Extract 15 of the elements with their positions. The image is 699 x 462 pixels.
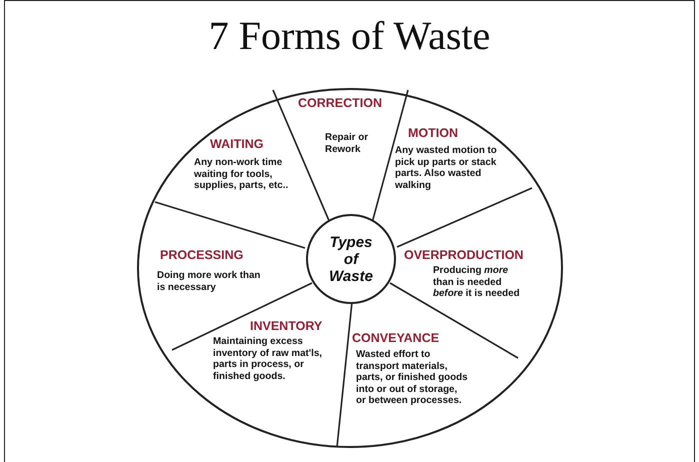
category-description: Maintaining excess inventory of raw mat'ls, parts in process, or finished goods. — [213, 336, 324, 382]
category-description: Any non-work time waiting for tools, supplies, parts, etc.. — [194, 157, 290, 192]
category-heading: PROCESSING — [160, 248, 244, 262]
category-description: Repair or Rework — [325, 132, 370, 155]
category-heading: CORRECTION — [298, 96, 382, 110]
category-heading: CONVEYANCE — [352, 331, 440, 345]
title: 7 Forms of Waste — [208, 12, 492, 59]
category-heading: WAITING — [210, 137, 264, 151]
category-heading: OVERPRODUCTION — [404, 248, 524, 262]
category-heading: INVENTORY — [250, 319, 322, 333]
category-description: Doing more work than is necessary — [157, 270, 262, 293]
category-description: Any wasted motion to pick up parts or stack parts. Also wasted walking — [395, 145, 497, 191]
category-description: Wasted effort to transport materials, parts, or finished goods into or out of storage, or between processes. — [356, 349, 468, 406]
category-description: Producing more than is needed before it is needed — [433, 265, 521, 300]
category-heading: MOTION — [408, 126, 458, 140]
